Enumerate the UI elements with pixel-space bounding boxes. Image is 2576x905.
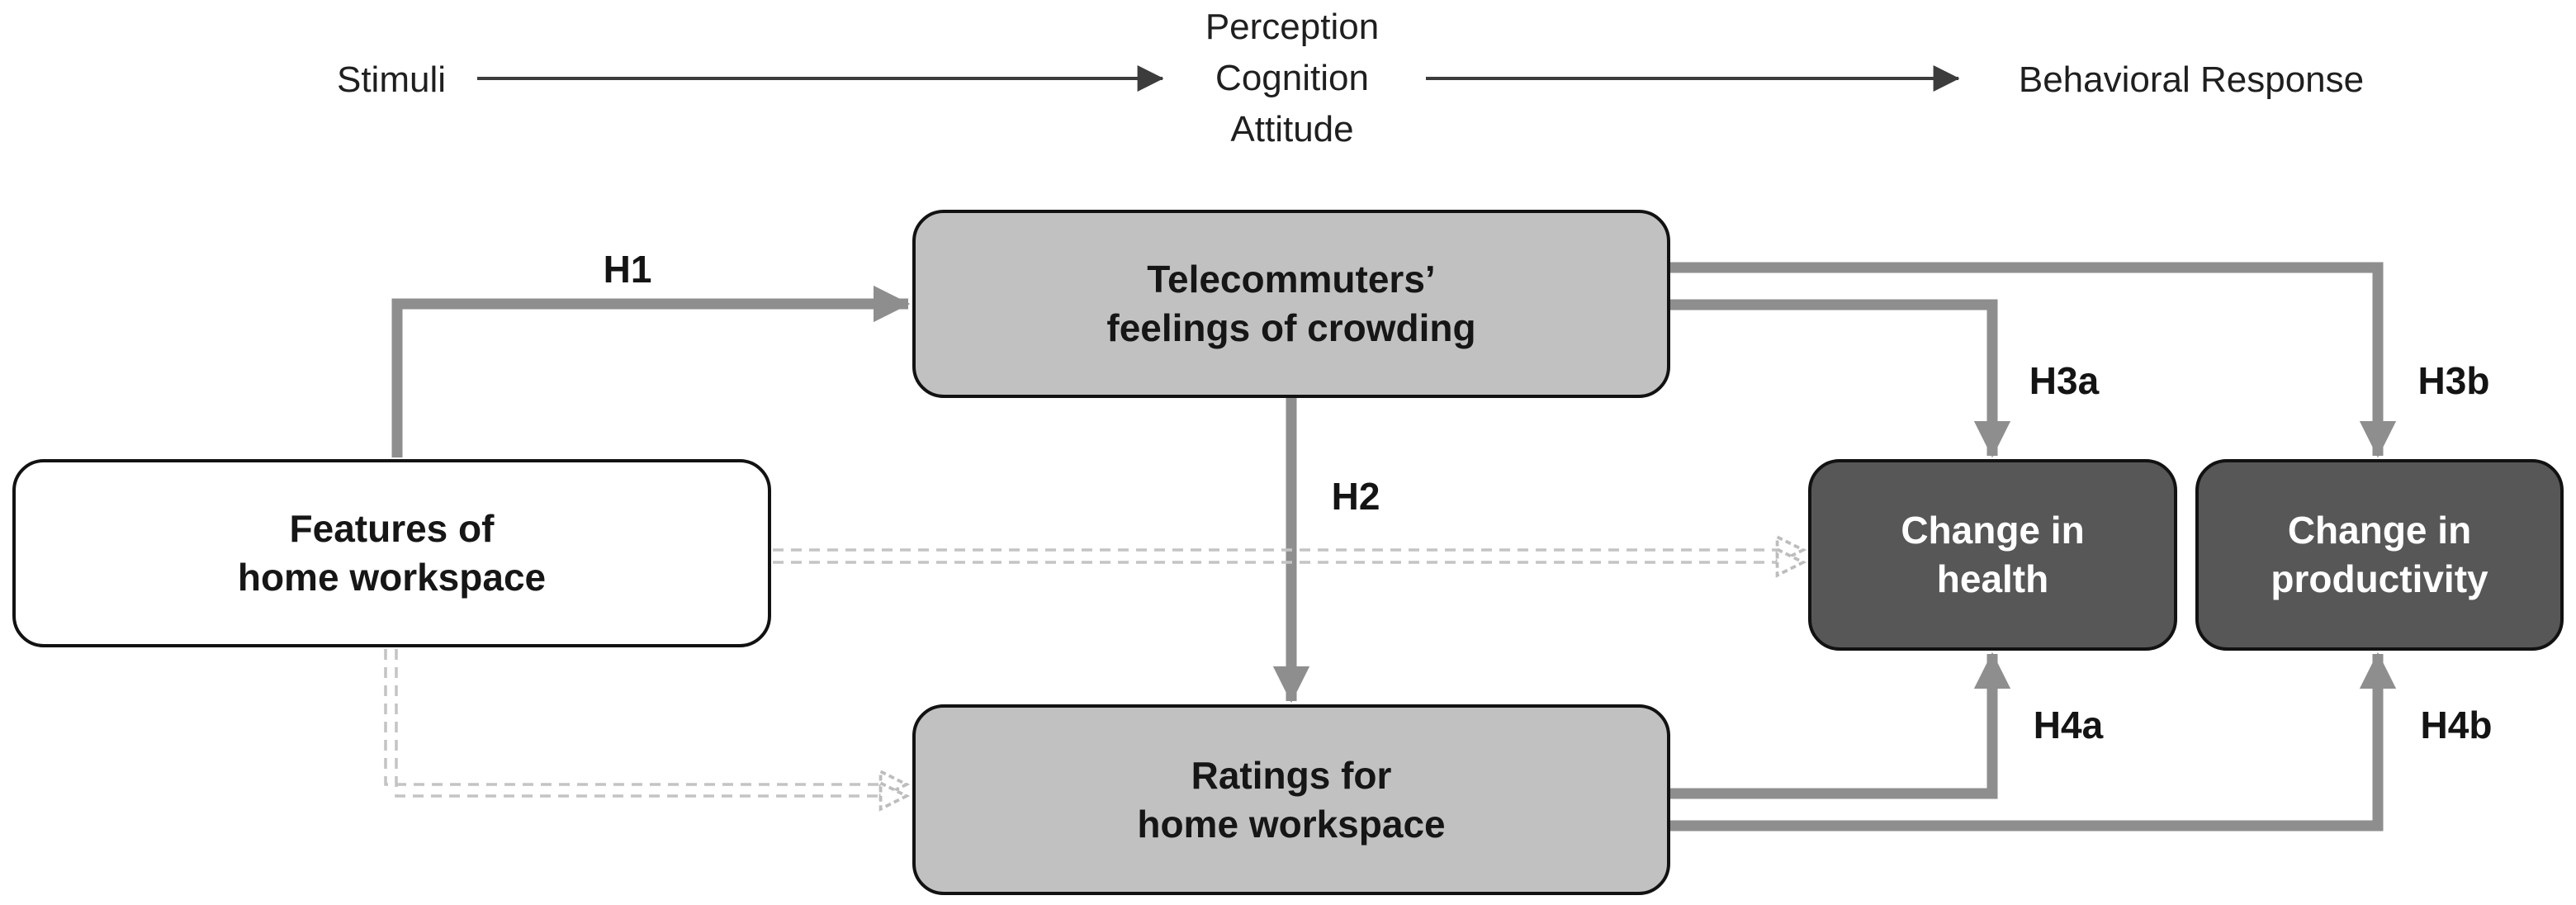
node-label-line: home workspace xyxy=(1137,802,1446,846)
node-label-line: productivity xyxy=(2271,557,2488,600)
h4a-arrow xyxy=(1669,652,2011,799)
features-to-ratings-dashed-arrow-lower xyxy=(395,649,907,796)
node-ratings-for-home-workspace: Ratings for home workspace xyxy=(912,704,1670,895)
h4a-label: H4a xyxy=(2033,704,2104,746)
h4b-label: H4b xyxy=(2420,704,2493,746)
node-label-line: Features of xyxy=(289,507,495,550)
h4b-arrow xyxy=(1669,652,2397,832)
h3a-arrow xyxy=(1669,299,2011,458)
node-label-line: home workspace xyxy=(237,556,547,599)
h3b-arrow xyxy=(1669,262,2397,458)
features-to-ratings-dashed-arrow-upper xyxy=(384,649,907,784)
node-change-in-productivity: Change in productivity xyxy=(2195,459,2564,651)
h3a-label: H3a xyxy=(2029,359,2100,402)
mediator-line-attitude: Attitude xyxy=(1230,109,1354,149)
node-label-line: Change in xyxy=(1901,509,2085,552)
node-change-in-health: Change in health xyxy=(1808,459,2177,651)
node-label-line: feelings of crowding xyxy=(1106,306,1476,349)
node-label-line: Telecommuters’ xyxy=(1147,258,1436,301)
mediator-line-perception: Perception xyxy=(1205,7,1380,47)
behavioral-response-label: Behavioral Response xyxy=(2018,59,2365,100)
stimuli-label: Stimuli xyxy=(336,59,447,100)
mediator-label: Perception Cognition Attitude xyxy=(1127,2,1457,155)
node-label-line: health xyxy=(1936,557,2049,600)
node-label-line: Change in xyxy=(2287,509,2472,552)
mediator-line-cognition: Cognition xyxy=(1215,58,1369,98)
h3b-label: H3b xyxy=(2417,359,2490,402)
h2-label: H2 xyxy=(1331,475,1380,518)
h1-arrow xyxy=(391,285,911,457)
node-telecommuters-feelings-of-crowding: Telecommuters’ feelings of crowding xyxy=(912,210,1670,398)
node-label-line: Ratings for xyxy=(1191,753,1392,797)
node-features-of-home-workspace: Features of home workspace xyxy=(12,459,771,647)
h1-label: H1 xyxy=(603,248,652,291)
